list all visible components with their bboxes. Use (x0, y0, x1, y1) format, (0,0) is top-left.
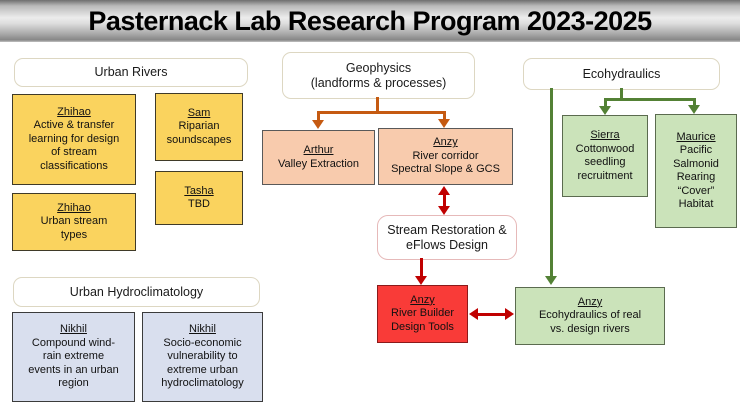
project-desc: Socio-economic vulnerability to extreme … (161, 336, 244, 390)
person-name: Anzy (577, 295, 603, 308)
arrowhead-to-arthur (312, 120, 324, 129)
person-name: Anzy (410, 293, 435, 306)
slide-title: Pasternack Lab Research Program 2023-202… (88, 5, 652, 36)
project-desc: Riparian soundscapes (166, 120, 232, 146)
project-desc: Valley Extraction (277, 157, 360, 170)
connector-anzy-spectral-restoration (443, 194, 446, 207)
box-anzy-ecohydraulics-real-vs-design: Anzy Ecohydraulics of real vs. design ri… (515, 287, 665, 345)
project-desc: Ecohydraulics of real vs. design rivers (538, 309, 642, 335)
arrowhead-to-anzy-spectral (438, 119, 450, 128)
box-stream-restoration-label: Stream Restoration & eFlows Design (387, 222, 507, 252)
connector-ecohydraulics-to-anzy-eco-line (550, 88, 553, 277)
connector-geophysics-to-anzy (443, 111, 446, 121)
connector-geophysics-stem (376, 97, 379, 112)
person-name: Nikhil (60, 323, 87, 336)
box-zhihao-stream-classifications: Zhihao Active & transfer learning for de… (12, 94, 136, 185)
box-stream-restoration-eflows: Stream Restoration & eFlows Design (377, 215, 517, 260)
person-name: Sierra (590, 129, 620, 141)
project-desc: River corridor Spectral Slope & GCS (391, 149, 500, 176)
connector-river-builder-anzy-eco (477, 313, 506, 316)
person-name: Nikhil (189, 323, 216, 336)
arrowhead-to-river-builder-left (469, 308, 478, 320)
arrowhead-to-river-builder (415, 276, 427, 285)
box-zhihao-urban-stream-types: Zhihao Urban stream types (12, 193, 136, 251)
connector-restoration-to-river-builder (420, 258, 423, 277)
group-header-urban-hydroclimatology-label: Urban Hydroclimatology (69, 284, 204, 299)
group-header-urban-rivers: Urban Rivers (14, 58, 248, 87)
group-header-ecohydraulics-label: Ecohydraulics (582, 66, 661, 81)
person-name: Zhihao (57, 201, 91, 214)
group-header-urban-hydroclimatology: Urban Hydroclimatology (13, 277, 260, 307)
person-name: Arthur (303, 144, 334, 156)
arrowhead-to-maurice (688, 105, 700, 114)
box-maurice-salmonid: Maurice Pacific Salmonid Rearing “Cover”… (655, 114, 737, 228)
project-desc: Urban stream types (40, 215, 108, 241)
person-name: Maurice (676, 130, 716, 143)
project-desc: River Builder Design Tools (391, 307, 454, 333)
box-tasha-tbd: Tasha TBD (155, 171, 243, 225)
box-anzy-river-builder: Anzy River Builder Design Tools (377, 285, 468, 343)
project-desc: Active & transfer learning for design of… (28, 119, 120, 172)
group-header-geophysics: Geophysics (landforms & processes) (282, 52, 475, 99)
box-arthur-valley-extraction: Arthur Valley Extraction (262, 130, 375, 185)
connector-geophysics-branch (317, 111, 446, 114)
connector-geophysics-to-arthur (317, 111, 320, 121)
arrowhead-to-anzy-eco-right (505, 308, 514, 320)
box-sierra-cottonwood: Sierra Cottonwood seedling recruitment (562, 115, 648, 197)
box-anzy-spectral-slope: Anzy River corridor Spectral Slope & GCS (378, 128, 513, 185)
arrowhead-to-anzy-spectral-up (438, 186, 450, 195)
group-header-urban-rivers-label: Urban Rivers (94, 65, 168, 79)
project-desc: TBD (188, 198, 210, 210)
connector-to-sierra (604, 98, 607, 107)
connector-to-maurice (693, 98, 696, 107)
person-name: Sam (187, 106, 211, 119)
person-name: Zhihao (57, 105, 91, 118)
box-nikhil-compound-wind-rain: Nikhil Compound wind- rain extreme event… (12, 312, 135, 402)
title-bar: Pasternack Lab Research Program 2023-202… (0, 0, 740, 42)
box-sam-riparian: Sam Riparian soundscapes (155, 93, 243, 161)
arrowhead-to-restoration-down (438, 206, 450, 215)
connector-ecohydraulics-stem (620, 88, 623, 100)
person-name: Tasha (184, 184, 214, 197)
person-name: Anzy (433, 136, 458, 149)
arrowhead-to-sierra (599, 106, 611, 115)
arrowhead-to-anzy-eco (545, 276, 557, 285)
connector-ecohydraulics-branch (604, 98, 696, 101)
project-desc: Cottonwood seedling recruitment (575, 142, 635, 182)
group-header-ecohydraulics: Ecohydraulics (523, 58, 720, 90)
project-desc: Compound wind- rain extreme events in an… (28, 336, 119, 390)
group-header-geophysics-label: Geophysics (landforms & processes) (310, 60, 447, 90)
project-desc: Pacific Salmonid Rearing “Cover” Habitat (673, 144, 719, 210)
box-nikhil-socioeconomic: Nikhil Socio-economic vulnerability to e… (142, 312, 263, 402)
